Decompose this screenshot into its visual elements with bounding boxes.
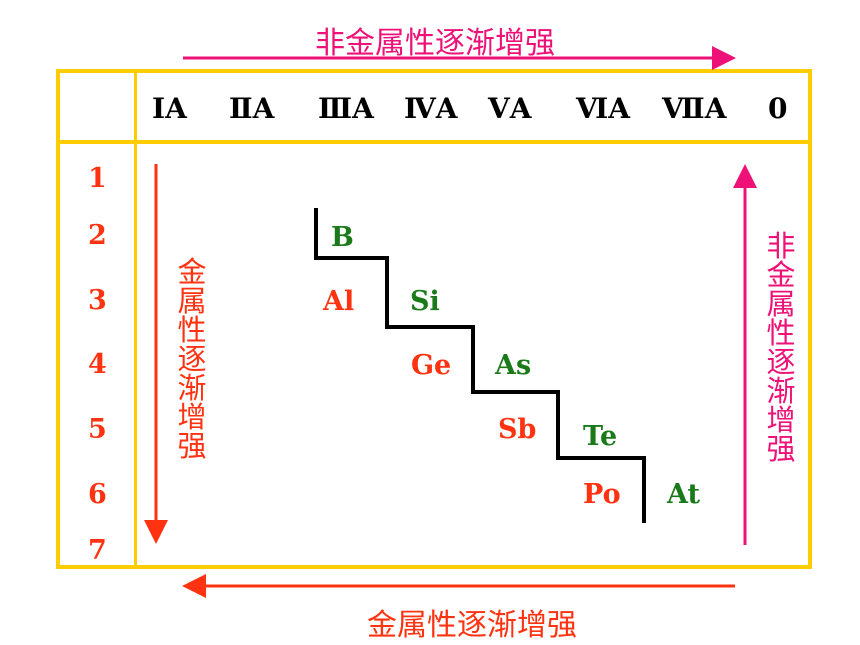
table-frame: [56, 69, 812, 569]
table-row-divider: [56, 140, 812, 144]
element-po: Po: [583, 479, 621, 510]
element-al: Al: [323, 286, 355, 317]
period-label-3: 3: [88, 285, 107, 316]
element-te: Te: [583, 421, 618, 452]
group-label-2a: ⅡA: [229, 92, 275, 125]
element-as: As: [495, 350, 532, 381]
period-label-6: 6: [88, 479, 107, 510]
group-label-0: 0: [768, 92, 788, 125]
element-at: At: [667, 479, 700, 510]
metal-nonmetal-staircase: [314, 208, 646, 523]
element-ge: Ge: [411, 350, 452, 381]
period-label-2: 2: [88, 220, 107, 251]
bottom-caption: 金属性逐渐增强: [367, 608, 577, 643]
group-label-6a: ⅥA: [576, 92, 630, 125]
group-label-7a: ⅦA: [662, 92, 727, 125]
top-caption: 非金属性逐渐增强: [315, 26, 555, 61]
element-sb: Sb: [498, 414, 537, 445]
group-label-3a: ⅢA: [318, 92, 374, 125]
group-label-1a: ⅠA: [152, 92, 187, 125]
group-label-4a: ⅣA: [404, 92, 458, 125]
period-label-5: 5: [88, 414, 107, 445]
group-label-5a: ⅤA: [488, 92, 532, 125]
element-b: B: [331, 222, 354, 253]
right-vertical-caption: 非金属性逐渐增强: [766, 229, 796, 466]
period-label-4: 4: [88, 349, 107, 380]
period-label-1: 1: [88, 163, 107, 194]
left-vertical-caption: 金属性逐渐增强: [177, 255, 207, 463]
period-label-7: 7: [88, 535, 107, 566]
table-column-divider: [134, 69, 137, 569]
element-si: Si: [410, 286, 440, 317]
